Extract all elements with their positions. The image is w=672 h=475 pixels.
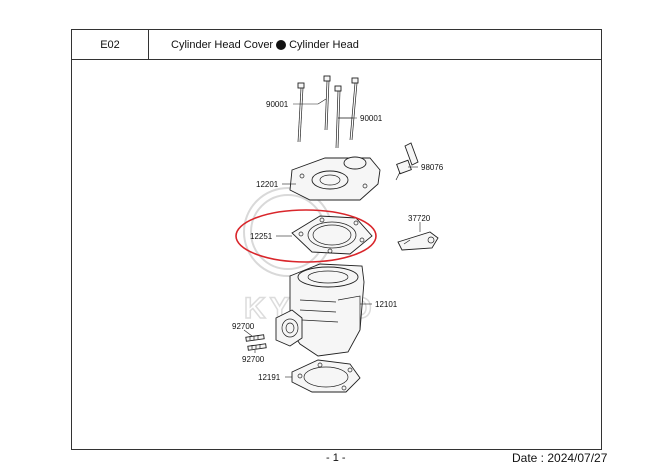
stud-2 [247,343,267,351]
spark-plug [395,142,419,181]
cylinder-head-cover [289,156,381,201]
cylinder-block [275,263,365,357]
studs [245,334,267,351]
head-gasket [291,215,373,255]
part-label-bracket: 37720 [408,214,431,223]
bracket [397,231,439,251]
bolt-3 [334,85,342,149]
page-title: Cylinder Head Cover Cylinder Head [149,30,601,60]
leader-lines [243,98,421,378]
title-part-2: Cylinder Head [289,38,359,51]
head-bolts [297,75,359,149]
part-label-bolt-a: 90001 [266,100,289,109]
part-label-gasket: 12251 [250,232,273,241]
bolt-4 [349,77,359,141]
bolt-1 [297,82,305,143]
section-code: E02 [72,30,149,60]
part-label-base-gasket: 12191 [258,373,281,382]
part-label-head-cover: 12201 [256,180,279,189]
bolt-2 [323,75,331,131]
stud-1 [245,334,265,342]
part-label-stud-a: 92700 [232,322,255,331]
part-label-stud-b: 92700 [242,355,265,364]
highlight-ring [235,209,377,263]
base-gasket [291,359,361,393]
title-part-1: Cylinder Head Cover [171,38,274,51]
part-label-spark-plug: 98076 [421,163,444,172]
bullet-icon [276,39,287,50]
part-label-cylinder: 12101 [375,300,398,309]
document-date: Date : 2024/07/27 [512,451,608,465]
part-label-bolt-b: 90001 [360,114,383,123]
parts-sheet: E02 Cylinder Head Cover Cylinder Head [71,29,602,450]
page-number: - 1 - [326,452,346,464]
